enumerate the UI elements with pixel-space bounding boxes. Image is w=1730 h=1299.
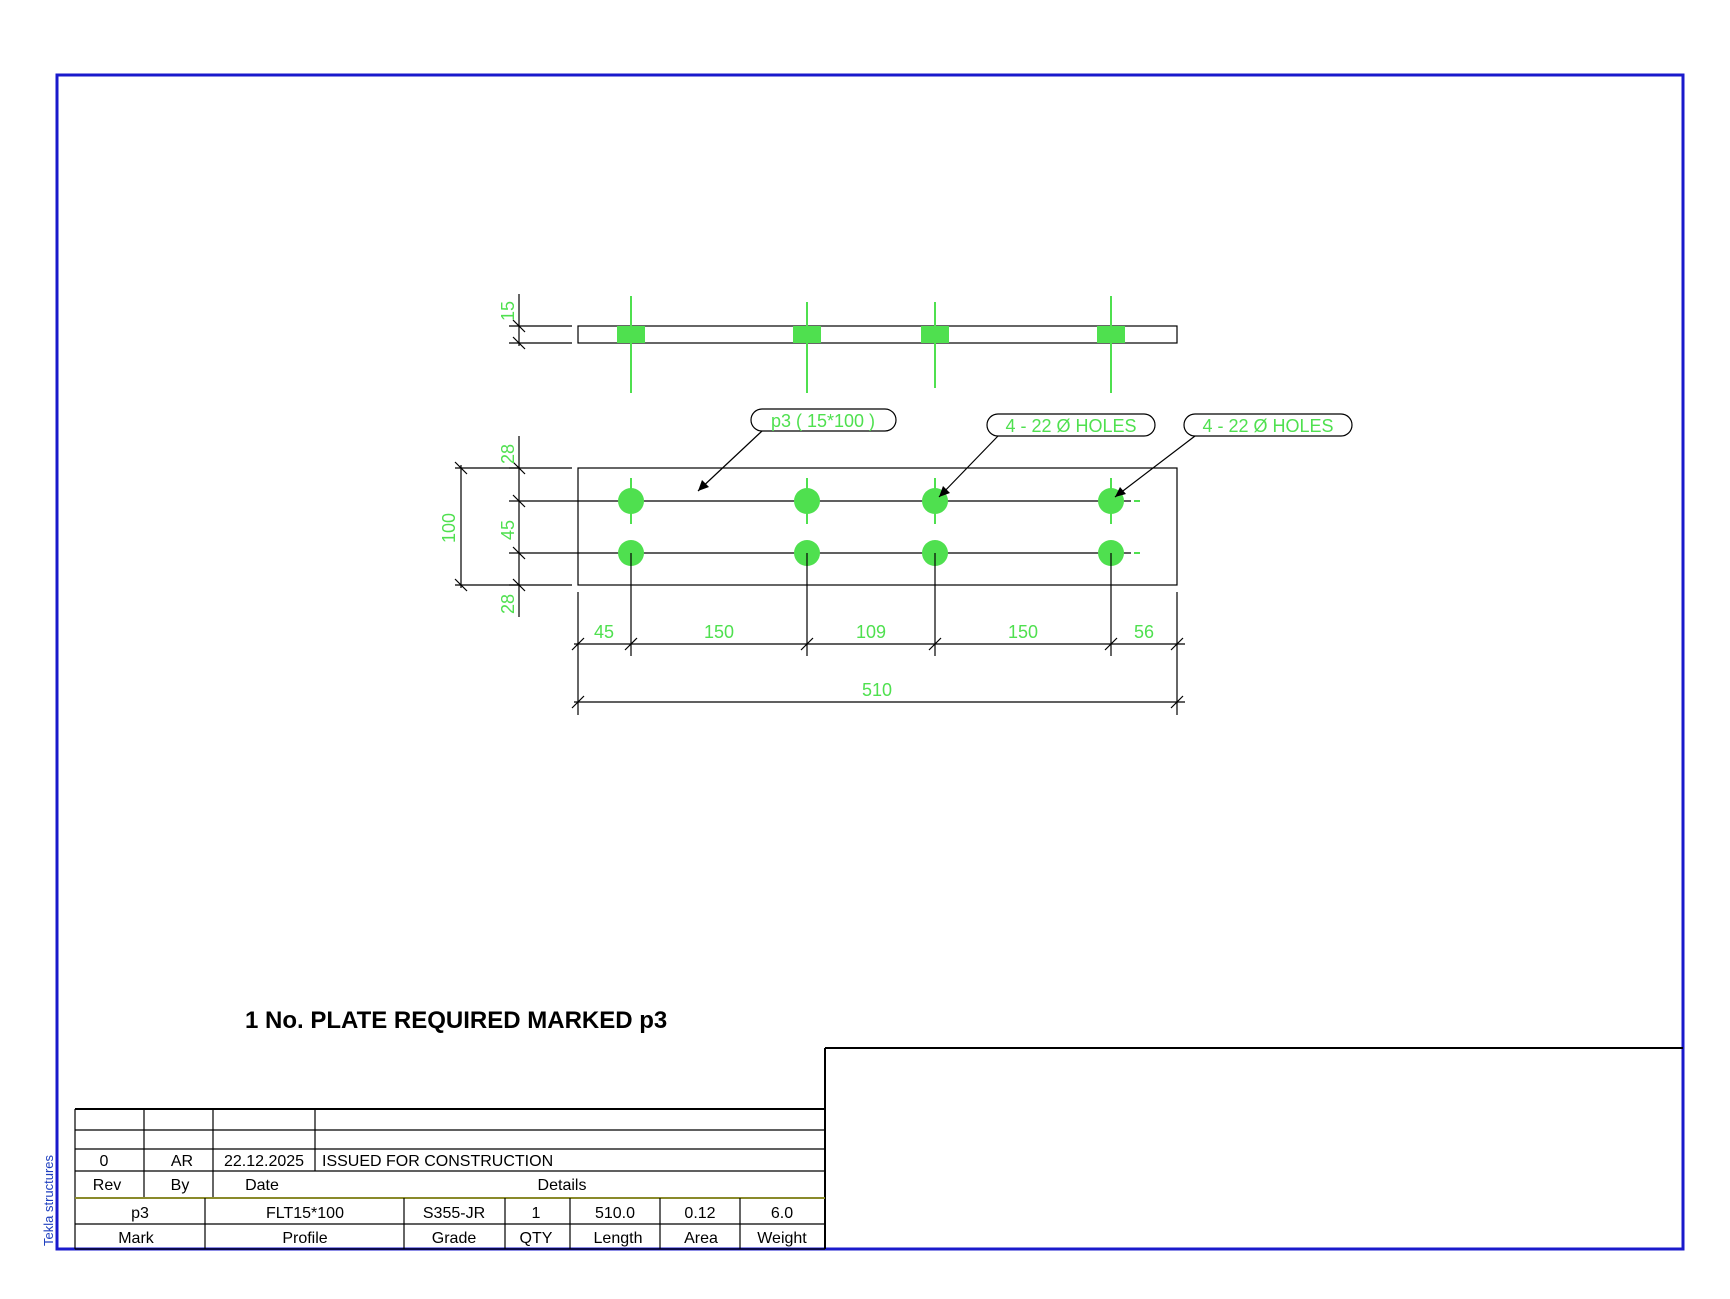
by-header: By (171, 1177, 190, 1194)
title-block (824, 1047, 1683, 1249)
leader-arrow (698, 480, 709, 491)
hole (794, 488, 820, 514)
dim-tick (1170, 695, 1184, 709)
grade-header: Grade (432, 1230, 477, 1247)
sheet-frame (55, 73, 1685, 1251)
leader-line (697, 430, 763, 492)
dim-edge-top: 28 (498, 444, 518, 464)
app-watermark: Tekla structures (41, 1154, 56, 1246)
leader-arrow (939, 486, 950, 497)
dim-x2: 150 (704, 622, 734, 642)
qty-header: QTY (520, 1230, 553, 1247)
mark-value: p3 (131, 1205, 149, 1222)
area-header: Area (684, 1230, 718, 1247)
plate-plan-outline (577, 467, 1178, 586)
rev-value: 0 (100, 1153, 109, 1170)
leader-line (1114, 435, 1196, 498)
drawing-title: 1 No. PLATE REQUIRED MARKED p3 (245, 1007, 667, 1034)
rev-header: Rev (93, 1177, 121, 1194)
dim-tick (512, 336, 526, 350)
profile-header: Profile (282, 1230, 327, 1247)
holes-label-1: 4 - 22 Ø HOLES (1005, 416, 1136, 436)
holes-label-bubble-2 (1183, 413, 1353, 437)
leader-arrow (1115, 487, 1126, 497)
qty-value: 1 (532, 1205, 541, 1222)
details-header: Details (538, 1177, 587, 1194)
revision-table (74, 1108, 825, 1249)
area-value: 0.12 (684, 1205, 715, 1222)
weight-value: 6.0 (771, 1205, 793, 1222)
by-value: AR (171, 1153, 193, 1170)
side-view: 15 (498, 294, 1178, 393)
dim-tick (928, 637, 942, 651)
grade-value: S355-JR (423, 1205, 485, 1222)
leader-line (938, 435, 999, 498)
dim-x1: 45 (594, 622, 614, 642)
length-header: Length (594, 1230, 643, 1247)
dim-tick (1170, 637, 1184, 651)
part-mark-label: p3 ( 15*100 ) (771, 411, 875, 431)
profile-value: FLT15*100 (266, 1205, 344, 1222)
dim-pitch: 45 (498, 520, 518, 540)
date-header: Date (245, 1177, 279, 1194)
length-value: 510.0 (595, 1205, 635, 1222)
dim-tick (571, 695, 585, 709)
mark-header: Mark (118, 1230, 155, 1247)
dim-x4: 150 (1008, 622, 1038, 642)
dim-tick (1104, 637, 1118, 651)
holes-label-bubble-1 (986, 413, 1156, 437)
details-value: ISSUED FOR CONSTRUCTION (322, 1153, 553, 1170)
dim-tick (512, 494, 526, 508)
weight-header: Weight (757, 1230, 807, 1247)
dim-x3: 109 (856, 622, 886, 642)
hole (618, 488, 644, 514)
date-value: 22.12.2025 (224, 1153, 304, 1170)
plate-side-outline (577, 325, 1178, 344)
dim-edge-bottom: 28 (498, 594, 518, 614)
plan-view: 28 45 28 100 45 150 109 150 56 510 (439, 408, 1353, 715)
part-mark-bubble (750, 408, 897, 432)
dim-tick (800, 637, 814, 651)
dim-thickness: 15 (498, 301, 518, 321)
dim-tick (624, 637, 638, 651)
dim-tick (512, 319, 526, 333)
dim-x5: 56 (1134, 622, 1154, 642)
parts-table (75, 1198, 825, 1250)
dim-tick (512, 546, 526, 560)
dim-length: 510 (862, 680, 892, 700)
dim-tick (571, 637, 585, 651)
dim-tick (454, 578, 468, 592)
dim-width: 100 (439, 513, 459, 543)
dim-tick (454, 461, 468, 475)
holes-label-2: 4 - 22 Ø HOLES (1202, 416, 1333, 436)
